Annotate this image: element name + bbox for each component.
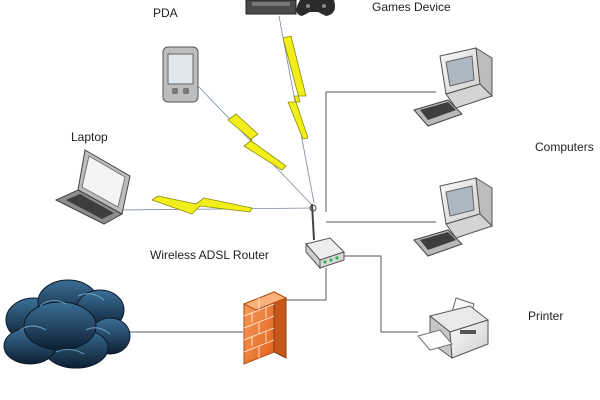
games-device-label: Games Device [372,0,451,14]
computers-label: Computers [535,140,594,154]
wired-links [116,91,436,333]
internet-cloud-icon [3,279,131,369]
router-label: Wireless ADSL Router [150,248,269,262]
firewall-icon [242,291,288,365]
laptop-label: Laptop [71,130,108,144]
link-router-firewall [282,268,327,301]
computer-icon-bottom [413,177,493,257]
router-icon [305,203,345,270]
printer-icon [417,297,490,360]
pda-label: PDA [153,6,178,20]
signal-line-laptop [121,207,313,211]
bolt-pda [227,113,287,171]
games-device-icon [245,0,335,16]
computer-icon-top [413,47,493,127]
link-router-printer [343,255,418,333]
printer-label: Printer [528,309,564,323]
pda-icon [162,46,199,103]
link-router-computer-top [325,91,436,212]
laptop-icon [54,149,131,225]
wireless-bolts [151,35,309,215]
bolt-laptop [151,195,253,215]
bolt-games [282,35,309,140]
